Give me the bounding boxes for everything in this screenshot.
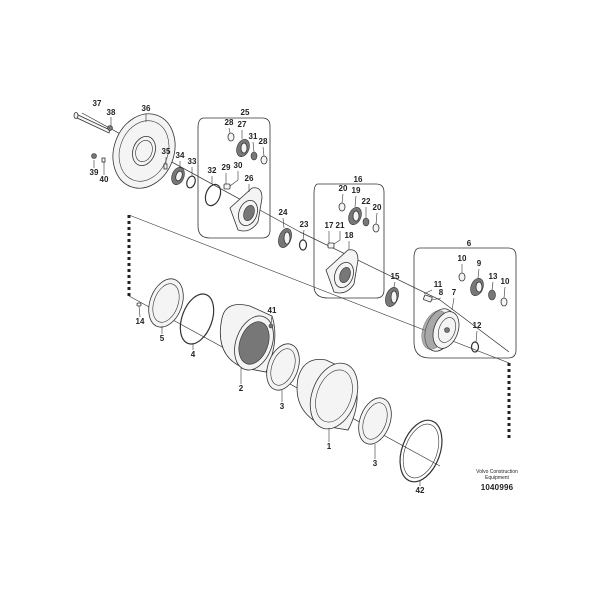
callout-part-34: 34	[175, 151, 185, 160]
callout-part-27: 27	[237, 120, 247, 129]
caption-brand-line1: Volvo Construction	[476, 469, 518, 475]
callout-part-42: 42	[415, 486, 425, 495]
callout-part-12: 12	[472, 321, 482, 330]
part-31-bearing	[250, 151, 258, 161]
part-5-bearing	[148, 278, 184, 328]
part-33-ring	[186, 175, 196, 189]
part-18-carrier	[325, 249, 359, 294]
callout-part-23: 23	[299, 220, 309, 229]
part-40-pin	[101, 157, 106, 163]
part-35-pin	[163, 163, 168, 170]
part-24-gear	[278, 228, 292, 248]
callout-part-17: 17	[324, 221, 334, 230]
callout-part-2: 2	[238, 384, 244, 393]
callout-part-20: 20	[338, 184, 348, 193]
callout-part-3: 3	[279, 402, 285, 411]
callout-part-10: 10	[457, 254, 467, 263]
callout-part-9: 9	[476, 259, 482, 268]
callout-part-28: 28	[224, 118, 234, 127]
part-10-washer	[458, 272, 466, 282]
callout-part-25: 25	[240, 108, 250, 117]
callout-part-31: 31	[248, 132, 258, 141]
part-34-gear	[171, 166, 185, 186]
part-22-bearing	[362, 217, 370, 227]
callout-part-39: 39	[89, 168, 99, 177]
callout-part-41: 41	[267, 306, 277, 315]
callout-part-3: 3	[372, 459, 378, 468]
part-27-gear	[236, 138, 250, 158]
part-19-gear	[348, 206, 362, 226]
part-17-pin	[327, 242, 335, 249]
callout-part-1: 1	[326, 442, 332, 451]
callout-part-37: 37	[92, 99, 102, 108]
part-12-washer	[470, 341, 480, 353]
part-29-pin	[223, 183, 231, 190]
part-23-washer	[298, 239, 308, 251]
part-42-seal	[399, 419, 443, 483]
part-28-washer-2	[260, 155, 268, 165]
part-20-washer	[338, 202, 346, 212]
group-box-6	[413, 247, 517, 359]
callout-part-18: 18	[344, 231, 354, 240]
leader-lines	[93, 114, 506, 486]
part-3-bearing-2	[358, 397, 392, 445]
callout-part-4: 4	[190, 350, 196, 359]
part-37-bolt	[73, 112, 111, 134]
callout-part-11: 11	[433, 280, 443, 289]
part-7-carrier	[421, 308, 460, 352]
callout-part-13: 13	[488, 272, 498, 281]
drawing-caption: Volvo Construction Equipment 1040996	[462, 469, 532, 492]
part-4-ring	[179, 293, 215, 345]
callout-part-36: 36	[141, 104, 151, 113]
part-14-bolt	[136, 302, 142, 307]
callout-part-14: 14	[135, 317, 145, 326]
part-1-hub	[296, 359, 359, 431]
part-38-washer	[107, 125, 113, 131]
callout-part-29: 29	[221, 163, 231, 172]
callout-part-8: 8	[438, 288, 444, 297]
part-3-bearing	[266, 343, 300, 391]
part-32-ring	[204, 183, 222, 207]
caption-brand-line2: Equipment	[485, 475, 509, 481]
part-20-washer-2	[372, 223, 380, 233]
part-15-gear	[385, 287, 399, 307]
part-39-nut	[91, 153, 97, 159]
callout-part-20: 20	[372, 203, 382, 212]
part-28-washer	[227, 132, 235, 142]
part-13-bearing	[488, 289, 496, 301]
callout-part-24: 24	[278, 208, 288, 217]
callout-part-38: 38	[106, 108, 116, 117]
callout-part-32: 32	[207, 166, 217, 175]
callout-part-10: 10	[500, 277, 510, 286]
part-41-plug	[268, 323, 274, 329]
part-2-ring-gear	[219, 304, 276, 373]
part-26-carrier	[229, 187, 263, 232]
callout-part-35: 35	[161, 147, 171, 156]
callout-part-5: 5	[159, 334, 165, 343]
callout-part-26: 26	[244, 174, 254, 183]
callout-part-33: 33	[187, 157, 197, 166]
callout-part-21: 21	[335, 221, 345, 230]
callout-part-28: 28	[258, 137, 268, 146]
callout-part-30: 30	[233, 161, 243, 170]
group-box-25	[197, 117, 271, 239]
drawing-number: 1040996	[480, 483, 514, 492]
part-10-washer-2	[500, 297, 508, 307]
callout-part-6: 6	[466, 239, 472, 248]
callout-part-19: 19	[351, 186, 361, 195]
part-8-pin	[423, 294, 433, 303]
part-9-gear	[470, 277, 484, 297]
group-box-16	[313, 183, 385, 299]
callout-part-22: 22	[361, 197, 371, 206]
callout-part-40: 40	[99, 175, 109, 184]
callout-part-7: 7	[451, 288, 457, 297]
callout-part-15: 15	[390, 272, 400, 281]
part-36-sprocket	[112, 113, 176, 189]
callout-part-16: 16	[353, 175, 363, 184]
